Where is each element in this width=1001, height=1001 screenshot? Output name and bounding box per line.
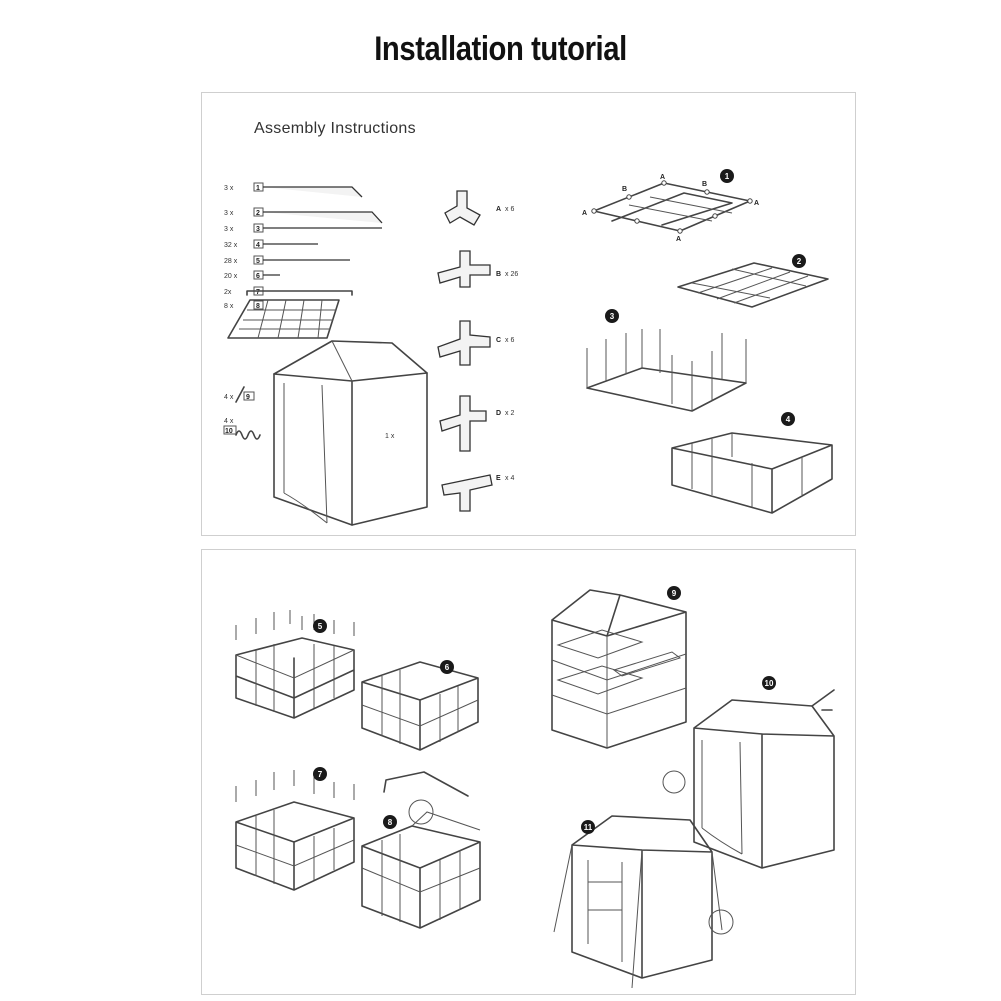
part-number: 7 <box>256 289 260 296</box>
spring-qty: 4 x <box>224 418 234 425</box>
svg-text:A: A <box>582 210 587 217</box>
connector-qty: x 2 <box>505 410 514 417</box>
part-number: 3 <box>256 226 260 233</box>
part-number: 2 <box>256 210 260 217</box>
connector-letter: E <box>496 475 501 482</box>
connector-letter: D <box>496 410 501 417</box>
part-number: 8 <box>256 303 260 310</box>
step-5-diagram: 5 <box>235 610 355 719</box>
cover-qty: 1 x <box>385 433 395 440</box>
step-1-diagram: A A A A B B 1 <box>582 169 759 243</box>
part-number: 4 <box>256 242 260 249</box>
steps-diagram: 5 6 7 8 9 10 <box>235 586 835 989</box>
step-6-diagram: 6 <box>361 660 479 751</box>
assembly-parts-panel: Assembly Instructions 3 x 1 3 x 2 3 x 3 … <box>201 92 856 536</box>
part-number: 6 <box>256 273 260 280</box>
stake-qty: 4 x <box>224 394 234 401</box>
connector-qty: x 6 <box>505 206 514 213</box>
svg-text:A: A <box>660 174 665 181</box>
step-2-diagram: 2 <box>677 254 829 308</box>
step-8-diagram: 8 <box>361 771 481 929</box>
part-qty: 2x <box>224 289 232 296</box>
step-badge: 8 <box>388 818 393 827</box>
step-badge: 7 <box>318 770 323 779</box>
stakes-springs: 4 x 9 4 x 10 <box>223 386 261 440</box>
svg-text:B: B <box>702 181 707 188</box>
step-badge: 11 <box>584 823 593 832</box>
parts-diagram: Assembly Instructions 3 x 1 3 x 2 3 x 3 … <box>223 120 833 526</box>
connector-letter: A <box>496 206 501 213</box>
part-qty: 3 x <box>224 210 234 217</box>
step-badge: 6 <box>445 663 450 672</box>
stake-number: 9 <box>246 394 250 401</box>
step-11-diagram: 11 <box>553 815 734 989</box>
parts-list: 3 x 1 3 x 2 3 x 3 32 x 4 28 x 5 20 x 6 2… <box>224 182 383 339</box>
step-badge: 9 <box>672 589 677 598</box>
part-number: 1 <box>256 185 260 192</box>
part-qty: 8 x <box>224 303 234 310</box>
step-badge: 2 <box>797 257 802 266</box>
part-qty: 32 x <box>224 242 238 249</box>
step-10-diagram: 10 <box>662 676 835 869</box>
part-number: 5 <box>256 258 260 265</box>
connector-letter: B <box>496 271 501 278</box>
connector-letter: C <box>496 337 501 344</box>
step-7-diagram: 7 <box>235 767 355 891</box>
part-qty: 3 x <box>224 226 234 233</box>
page-title: Installation tutorial <box>374 30 627 68</box>
svg-text:A: A <box>676 236 681 243</box>
assembly-steps-panel: 5 6 7 8 9 10 <box>201 549 856 995</box>
part-qty: 20 x <box>224 273 238 280</box>
greenhouse-cover: 1 x <box>273 340 428 526</box>
step-badge: 1 <box>725 172 730 181</box>
connector-qty: x 6 <box>505 337 514 344</box>
step-4-diagram: 4 <box>671 412 833 514</box>
part-qty: 28 x <box>224 258 238 265</box>
step-3-diagram: 3 <box>586 309 747 412</box>
step-9-diagram: 9 <box>551 586 687 749</box>
svg-text:A: A <box>754 200 759 207</box>
assembly-heading: Assembly Instructions <box>254 120 416 137</box>
connector-qty: x 4 <box>505 475 514 482</box>
step-badge: 3 <box>610 312 615 321</box>
spring-number: 10 <box>225 428 233 435</box>
step-badge: 10 <box>765 679 774 688</box>
svg-text:B: B <box>622 186 627 193</box>
step-badge: 5 <box>318 622 323 631</box>
part-qty: 3 x <box>224 185 234 192</box>
step-badge: 4 <box>786 415 791 424</box>
connector-qty: x 26 <box>505 271 518 278</box>
connector-list: A x 6 B x 26 C x 6 D x 2 E x 4 <box>437 190 518 512</box>
